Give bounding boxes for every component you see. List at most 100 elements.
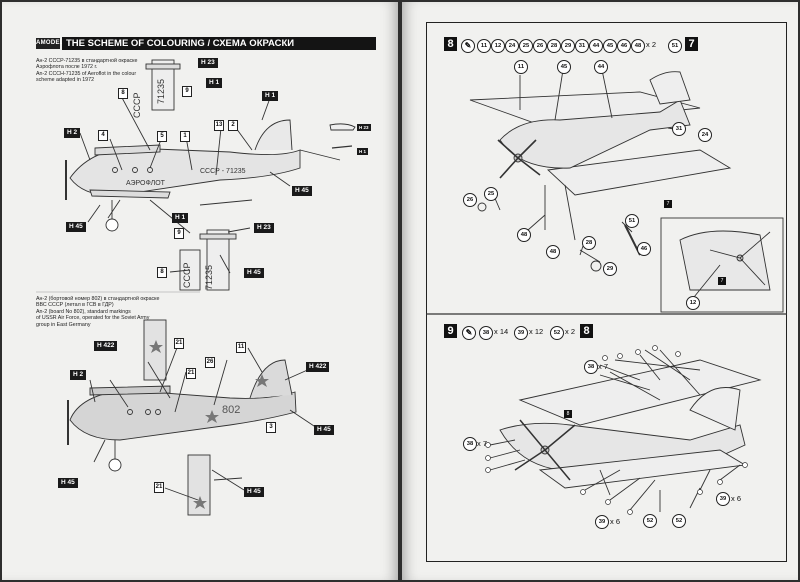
multiplier: x 2 [565,327,576,336]
caption-line: Ан-2 СССР-71235 в стандартной окраске [36,58,138,64]
part-callout: 29 [603,262,617,276]
label-h422: H 422 [306,362,330,372]
caption-line: scheme adapted in 1972 [36,77,95,84]
label-h45: H 45 [292,186,312,196]
caption-line: An-2 CCCH-71235 of Aeroflot in the colou… [36,70,137,77]
part-callout: 48 [631,39,645,53]
brand-logo: AMODEL [36,38,64,49]
part-callout: 31 [575,39,589,53]
part-callout: 45 [557,60,571,74]
decal-number: 9 [182,86,192,97]
decal-number: 8 [157,267,167,278]
caption-line: Аэрофлота после 1972 г. [36,64,98,71]
part-callout: 12 [686,296,700,310]
label-h45: H 45 [66,222,86,232]
decal-number: 2 [228,120,238,131]
multiplier: x 6 [610,517,621,526]
fuselage-registration: СССР - 71235 [200,168,246,175]
part-callout: 25 [519,39,533,53]
glue-icon: ✎ [462,326,476,340]
part-callout: 52 [550,326,564,340]
decal-number: 13 [214,120,224,131]
decal-number: 4 [98,130,108,141]
part-callout: 25 [484,187,498,201]
step-9-number: 9 [444,324,457,338]
multiplier: x 7 [477,439,488,448]
part-callout: 11 [514,60,528,74]
part-callout: 24 [698,128,712,142]
scheme2-caption: Ан-2 (бортовой номер 802) в стандартной … [36,296,160,328]
part-callout: 52 [643,514,657,528]
instruction-frame [426,22,787,562]
decal-number: 21 [154,482,164,493]
decal-number: 11 [236,342,246,353]
ref-box: 7 [664,200,672,208]
part-callout: 26 [533,39,547,53]
part-callout: 44 [594,60,608,74]
label-h1: H 1 [206,78,223,88]
part-callout: 28 [582,236,596,250]
part-callout: 28 [547,39,561,53]
caption-line: group in East Germany [36,321,91,328]
label-h1: H 1 [172,213,189,223]
part-callout: 48 [517,228,531,242]
scheme1-caption: Ан-2 СССР-71235 в стандартной окраске Аэ… [36,58,138,84]
decal-number: 9 [174,228,184,239]
board-number: 802 [222,404,241,416]
label-h422: H 422 [94,341,118,351]
decal-number: 3 [266,422,276,433]
ref-box: 7 [718,277,726,285]
decal-number: 21 [186,368,196,379]
part-callout: 38 [479,326,493,340]
multiplier: x 12 [529,327,544,336]
part-callout: 52 [672,514,686,528]
caption-line: of USSR Air Force, operated for the Sovi… [36,315,150,322]
next-step-ref: 8 [580,324,593,338]
step-8-number: 8 [444,37,457,51]
part-callout: 44 [589,39,603,53]
decal-number: 21 [174,338,184,349]
decal-number: 8 [118,88,128,99]
multiplier: x 7 [598,362,609,371]
caption-line: ВВС СССР (летал в ГСВ в ГДР) [36,302,114,309]
label-h23-small: H 23 [357,124,371,131]
part-callout: 39 [716,492,730,506]
multiplier: x 6 [731,494,742,503]
label-h45: H 45 [244,268,264,278]
label-h45: H 45 [314,425,334,435]
part-callout: 46 [617,39,631,53]
decal-number: 5 [157,131,167,142]
part-callout: 51 [668,39,682,53]
label-h2: H 2 [70,370,87,380]
decal-number: 1 [180,131,190,142]
airline-text: АЭРОФЛОТ [126,180,165,187]
part-callout: 51 [625,214,639,228]
label-h1: H 1 [262,91,279,101]
label-h45: H 45 [58,478,78,488]
part-callout: 38 [584,360,598,374]
label-h1-small: H 1 [357,148,369,155]
part-callout: 31 [672,122,686,136]
label-h2: H 2 [64,128,81,138]
part-callout: 29 [561,39,575,53]
label-h23: H 23 [198,58,218,68]
part-callout: 11 [477,39,491,53]
part-callout: 46 [637,242,651,256]
decal-number: 26 [205,357,215,368]
part-callout: 39 [595,515,609,529]
label-h23: H 23 [254,223,274,233]
part-callout: 38 [463,437,477,451]
page-title: THE SCHEME OF COLOURING / СХЕМА ОКРАСКИ [66,38,295,49]
caption-line: An-2 (board No 802), standard markings [36,308,131,315]
multiplier: x 14 [494,327,509,336]
part-callout: 45 [603,39,617,53]
caption-line: Ан-2 (бортовой номер 802) в стандартной … [36,296,160,302]
part-callout: 26 [463,193,477,207]
part-callout: 39 [514,326,528,340]
glue-icon: ✎ [461,39,475,53]
part-callout: 24 [505,39,519,53]
part-callout: 48 [546,245,560,259]
part-callout: 12 [491,39,505,53]
